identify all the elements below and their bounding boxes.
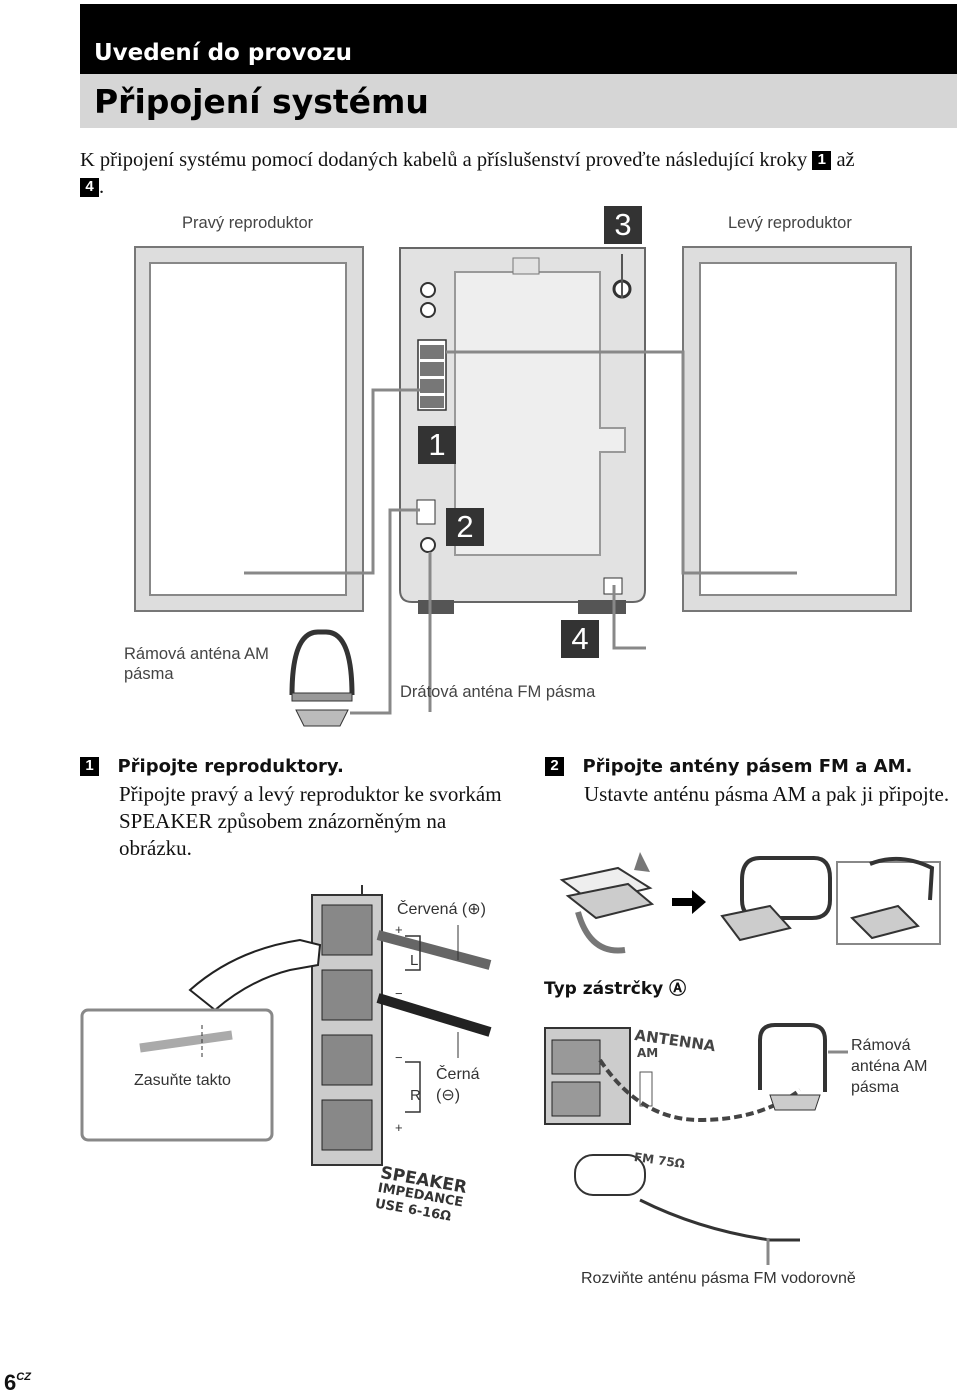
page-title: Připojení systému <box>94 82 429 121</box>
step-1-body: Připojte pravý a levý reproduktor ke svo… <box>119 782 502 860</box>
section-header: Uvedení do provozu <box>80 4 957 74</box>
marker-3: 3 <box>604 206 642 244</box>
plus-r: + <box>395 1120 403 1135</box>
am-loop-label: Rámová anténa AM pásma <box>851 1037 928 1096</box>
l-label: L <box>410 952 419 969</box>
step-2-body: Ustavte anténu pásma AM a pak ji připojt… <box>584 782 950 806</box>
left-speaker-label: Levý reproduktor <box>728 214 852 232</box>
am-antenna-assembly <box>559 852 941 954</box>
minus-r: − <box>395 1050 403 1065</box>
step-marker-4: 4 <box>80 178 99 197</box>
marker-2: 2 <box>446 508 484 546</box>
step-1: 1 Připojte reproduktory. Připojte pravý … <box>80 756 510 862</box>
step-marker-1: 1 <box>812 151 832 170</box>
finger-illustration <box>188 938 322 1012</box>
black-wire-label: Černá (⊖) <box>436 1066 480 1104</box>
antenna-terminal-detail <box>544 1023 848 1265</box>
panel-am-label: AM <box>637 1046 659 1060</box>
am-antenna-label: Rámová anténa AM pásma <box>124 645 269 683</box>
page-title-bar: Připojení systému <box>80 74 957 128</box>
plug-type-label: Typ zástrčky Ⓐ <box>544 979 687 999</box>
fm-antenna-label: Drátová anténa FM pásma <box>400 683 596 701</box>
speaker-terminal-detail <box>188 885 492 1166</box>
step-2: 2 Připojte antény pásem FM a AM. Ustavte… <box>545 756 955 808</box>
am-loop-antenna <box>289 629 355 727</box>
step-2-number: 2 <box>545 757 564 776</box>
minus-l: − <box>395 986 403 1001</box>
r-label: R <box>410 1087 421 1104</box>
marker-1: 1 <box>418 426 456 464</box>
plus-l: + <box>395 922 403 937</box>
section-title: Uvedení do provozu <box>94 40 353 66</box>
marker-4: 4 <box>561 620 599 658</box>
step-1-heading: Připojte reproduktory. <box>117 756 344 777</box>
step-1-number: 1 <box>80 757 99 776</box>
right-speaker-label: Pravý reproduktor <box>182 214 314 232</box>
intro-paragraph: K připojení systému pomocí dodaných kabe… <box>80 149 855 198</box>
insert-label: Zasuňte takto <box>134 1072 231 1089</box>
step-2-heading: Připojte antény pásem FM a AM. <box>582 756 913 777</box>
page-number: 6CZ <box>4 1370 31 1395</box>
insert-detail-box <box>80 1008 274 1142</box>
red-wire-label: Červená (⊕) <box>397 901 486 918</box>
fm-note-label: Rozviňte anténu pásma FM vodorovně <box>581 1270 856 1287</box>
